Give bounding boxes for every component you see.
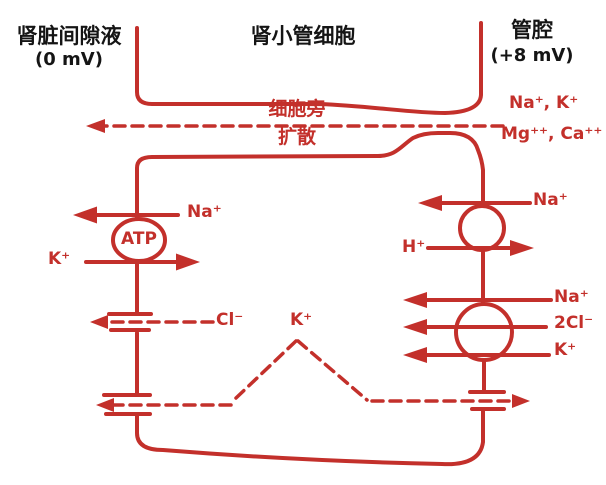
- lumen-potential: (+8 mV): [490, 45, 574, 66]
- potassium-in-arrowhead: [176, 253, 200, 271]
- paracellular-ions-magnesium-calcium: Mg⁺⁺, Ca⁺⁺: [501, 124, 603, 144]
- lumen-title: 管腔: [511, 18, 553, 42]
- exchanger-sodium-label: Na⁺: [533, 190, 568, 210]
- paracellular-arrowhead: [86, 119, 105, 133]
- potassium-right-arrowhead: [512, 394, 530, 408]
- nkcc-cotransporter-circle: [454, 302, 514, 362]
- cell-apical-top-membrane: [135, 131, 485, 224]
- chloride-channel-label: Cl⁻: [216, 310, 244, 330]
- nkcc-chloride-arrowhead: [403, 319, 427, 335]
- potassium-left-arrowhead: [96, 398, 114, 412]
- potassium-branch-right: [296, 339, 369, 402]
- exchanger-proton-label: H⁺: [402, 237, 426, 257]
- potassium-branch-left: [234, 339, 298, 400]
- cytoplasm-potassium-label: K⁺: [290, 310, 313, 330]
- sodium-out-arrowhead: [73, 206, 97, 224]
- nkcc-sodium-arrowhead: [403, 292, 427, 308]
- atp-pump-label: ATP: [121, 229, 157, 249]
- nkcc-chloride-label: 2Cl⁻: [554, 313, 594, 333]
- interstitium-potential: (0 mV): [35, 49, 103, 70]
- tight-junction-upper-membrane: [135, 21, 483, 116]
- cell-title: 肾小管细胞: [250, 24, 356, 48]
- potassium-in-label: K⁺: [48, 249, 71, 269]
- nkcc-potassium-label: K⁺: [554, 340, 577, 360]
- paracellular-ions-sodium-potassium: Na⁺, K⁺: [509, 93, 579, 113]
- cell-bottom-membrane: [135, 409, 485, 467]
- paracellular-route-label-bottom: 扩散: [277, 126, 316, 148]
- sodium-out-label: Na⁺: [187, 202, 222, 222]
- exchanger-sodium-arrowhead: [418, 195, 442, 211]
- nkcc-sodium-label: Na⁺: [554, 287, 589, 307]
- paracellular-route-label-top: 细胞旁: [268, 98, 326, 120]
- exchanger-proton-arrowhead: [510, 240, 534, 256]
- sodium-proton-exchanger-circle: [458, 204, 506, 252]
- interstitium-title: 肾脏间隙液: [16, 24, 122, 48]
- arrowheads: [73, 119, 534, 412]
- nkcc-potassium-arrowhead: [403, 347, 427, 363]
- solid-arrows: [84, 201, 553, 357]
- dashed-arrows: [102, 124, 512, 407]
- chloride-arrowhead: [90, 315, 108, 329]
